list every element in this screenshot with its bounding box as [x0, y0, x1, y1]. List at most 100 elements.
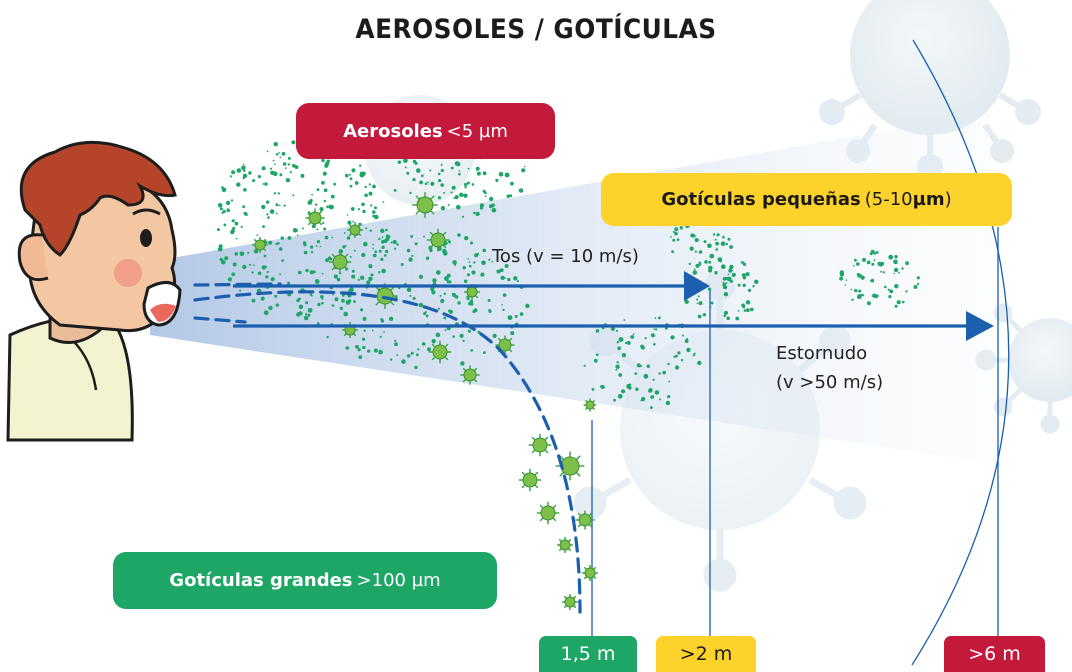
droplet-dot — [303, 250, 308, 255]
droplet-dot — [369, 229, 372, 232]
droplet-dot — [901, 267, 904, 270]
droplet-dot — [357, 208, 360, 211]
droplet-dot — [889, 289, 894, 294]
droplet-dot — [310, 250, 314, 254]
droplet-dot — [348, 173, 351, 176]
droplet-dot — [231, 170, 236, 175]
droplet-dot — [396, 243, 399, 246]
droplet-dot — [463, 193, 468, 198]
droplet-dot — [316, 188, 320, 192]
droplet-dot — [415, 353, 419, 357]
droplet-dot — [437, 307, 440, 310]
estornudo-speed: (v >50 m/s) — [776, 372, 884, 393]
droplet-dot — [469, 264, 472, 268]
droplet-dot — [500, 275, 505, 280]
droplet-dot — [367, 349, 371, 353]
droplet-dot — [473, 211, 476, 215]
droplet-dot — [491, 261, 494, 263]
droplet-dot — [658, 372, 661, 375]
droplet-dot — [219, 207, 223, 211]
droplet-dot — [412, 178, 416, 182]
droplet-dot — [396, 354, 399, 356]
droplet-dot — [437, 196, 442, 200]
droplet-dot — [514, 314, 518, 318]
droplet-dot — [443, 292, 447, 295]
droplet-dot — [723, 292, 729, 297]
droplet-dot — [880, 270, 883, 273]
droplet-dot — [613, 398, 616, 402]
droplet-dot — [621, 353, 627, 358]
droplet-dot — [624, 341, 628, 345]
droplet-dot — [615, 329, 619, 332]
droplet-dot — [230, 199, 234, 202]
droplet-dot — [583, 364, 586, 367]
droplet-dot — [406, 354, 411, 358]
estornudo-arrow — [233, 311, 994, 341]
droplet-dot — [716, 233, 720, 237]
droplet-dot — [326, 159, 330, 163]
droplet-dot — [893, 260, 897, 263]
droplet-dot — [618, 346, 621, 349]
droplet-dot — [292, 194, 295, 197]
droplet-dot — [278, 247, 283, 251]
droplet-dot — [333, 274, 338, 279]
page-title: AEROSOLES / GOTÍCULAS — [355, 14, 717, 45]
droplet-dot — [353, 300, 356, 303]
droplet-dot — [380, 257, 384, 261]
goticulas-grandes-label: Gotículas grandes >100 µm — [113, 552, 497, 609]
droplet-dot — [406, 287, 412, 293]
droplet-dot — [374, 250, 378, 253]
droplet-dot — [752, 285, 755, 288]
droplet-dot — [320, 207, 324, 210]
droplet-dot — [354, 181, 359, 185]
aerosoles-label-text: Aerosoles — [343, 120, 443, 142]
droplet-dot — [519, 312, 524, 316]
droplet-dot — [302, 241, 307, 245]
droplet-dot — [720, 241, 726, 246]
droplet-dot — [298, 270, 302, 275]
droplet-dot — [671, 250, 674, 254]
droplet-dot — [895, 262, 898, 265]
aerosol-range-arc — [911, 39, 1010, 666]
droplet-dot — [742, 283, 746, 287]
droplet-dot — [670, 335, 675, 340]
droplet-dot — [264, 182, 268, 186]
droplet-dot — [524, 165, 526, 168]
droplet-dot — [731, 272, 736, 277]
droplet-dot — [487, 299, 491, 302]
droplet-dot — [741, 303, 745, 308]
droplet-dot — [595, 329, 600, 333]
droplet-dot — [236, 168, 242, 173]
droplet-dot — [266, 200, 270, 204]
goticulas-pequenas-unit: µm — [912, 189, 945, 210]
droplet-dot — [727, 273, 730, 276]
droplet-dot — [269, 167, 273, 170]
droplet-dot — [682, 334, 684, 337]
droplet-dot — [616, 340, 620, 344]
droplet-dot — [708, 260, 712, 264]
droplet-dot — [916, 276, 920, 280]
droplet-dot — [703, 240, 707, 244]
droplet-dot — [345, 300, 351, 305]
droplet-dot — [905, 261, 909, 266]
droplet-dot — [316, 228, 319, 231]
droplet-dot — [525, 303, 530, 309]
droplet-dot — [694, 237, 699, 243]
droplet-dot — [862, 294, 865, 297]
droplet-dot — [714, 271, 718, 275]
droplet-dot — [450, 191, 453, 194]
droplet-dot — [856, 273, 860, 276]
droplet-dot — [362, 209, 366, 214]
droplet-dot — [248, 171, 252, 175]
droplet-dot — [668, 380, 671, 383]
droplet-dot — [424, 182, 428, 185]
droplet-dot — [513, 276, 518, 281]
droplet-dot — [300, 173, 305, 178]
droplet-dot — [359, 164, 362, 167]
droplet-dot — [262, 225, 265, 229]
droplet-dot — [440, 183, 445, 187]
droplet-dot — [853, 289, 856, 292]
droplet-dot — [676, 238, 680, 241]
droplet-dot — [270, 170, 275, 175]
droplet-dot — [495, 178, 499, 182]
